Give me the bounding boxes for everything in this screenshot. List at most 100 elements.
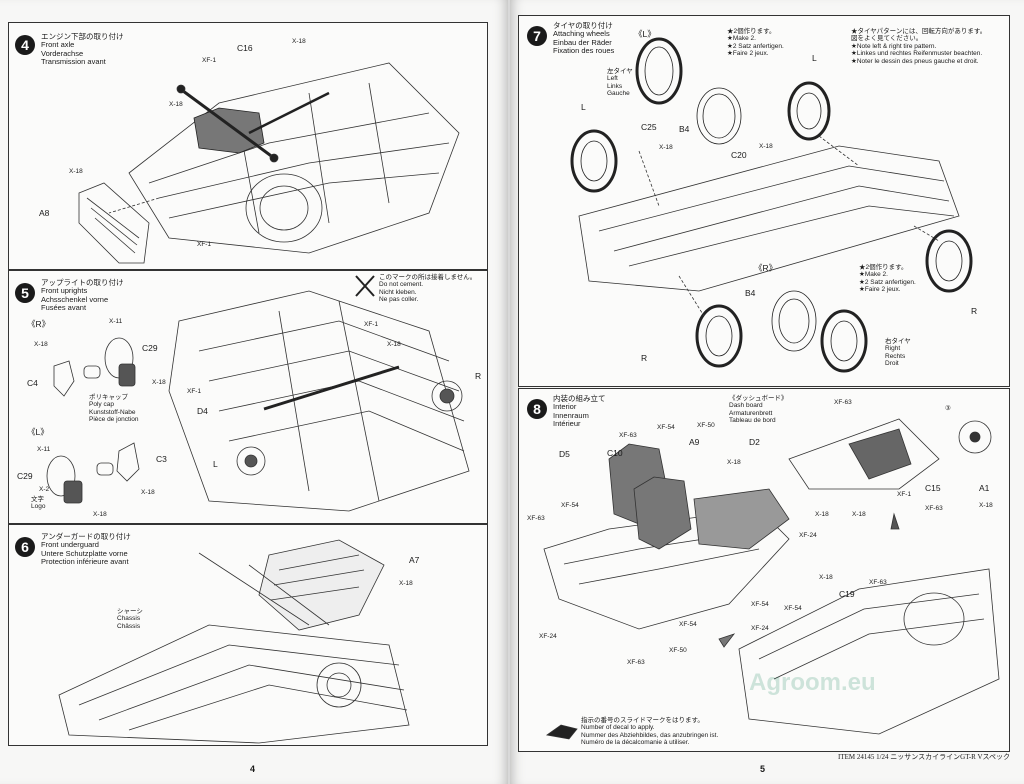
label-x18: X-18 bbox=[759, 143, 773, 150]
title-en: Front axle bbox=[41, 40, 75, 50]
label-c16: C16 bbox=[237, 43, 253, 53]
label-x18: X-18 bbox=[69, 168, 83, 175]
label-xf50: XF-50 bbox=[697, 422, 715, 429]
label-x18: X-18 bbox=[727, 459, 741, 466]
title-de: Innenraum bbox=[553, 410, 589, 420]
watermark: Agroom.eu bbox=[749, 669, 876, 696]
step-7-panel: 7 タイヤの取り付け Attaching wheels Einbau der R… bbox=[518, 15, 1010, 387]
no-cement-icon bbox=[355, 275, 375, 297]
polycap-label: ポリキャップ Poly cap Kunststoff-Nabe Pièce de… bbox=[89, 394, 139, 424]
title-fr: Transmission avant bbox=[41, 57, 106, 67]
no-cement-note: このマークの所は接着しません。 Do not cement. Nicht kle… bbox=[379, 274, 477, 304]
label-x18: X-18 bbox=[34, 341, 48, 348]
label-x2: X-2 bbox=[39, 486, 50, 493]
make-2-note-top: ★2個作ります。 ★Make 2. ★2 Satz anfertigen. ★F… bbox=[727, 28, 784, 58]
title-en: Attaching wheels bbox=[553, 29, 610, 39]
make-2-note-bottom: ★2個作ります。 ★Make 2. ★2 Satz anfertigen. ★F… bbox=[859, 264, 916, 294]
label-d4: D4 bbox=[197, 406, 208, 416]
label-l-quoted: 《L》 bbox=[634, 29, 656, 39]
title-en: Front uprights bbox=[41, 286, 88, 296]
step-title: アンダーガードの取り付け Front underguard Untere Sch… bbox=[41, 532, 131, 567]
label-xf50: XF-50 bbox=[669, 647, 687, 654]
label-xf63: XF-63 bbox=[527, 515, 545, 522]
logo-label: 文字 Logo bbox=[31, 496, 46, 511]
label-r: R bbox=[475, 371, 482, 381]
label-x18: X-18 bbox=[292, 38, 306, 45]
label-c19: C19 bbox=[839, 589, 855, 599]
label-d2: D2 bbox=[749, 437, 760, 447]
label-xf54: XF-54 bbox=[657, 424, 675, 431]
label-x18: X-18 bbox=[141, 489, 155, 496]
label-x18: X-18 bbox=[852, 511, 866, 518]
label-c10: C10 bbox=[607, 448, 623, 458]
title-en: Interior bbox=[553, 402, 577, 412]
label-x18: X-18 bbox=[152, 379, 166, 386]
label-xf54: XF-54 bbox=[561, 502, 579, 509]
label-xf1: XF-1 bbox=[202, 57, 217, 64]
label-x18: X-18 bbox=[815, 511, 829, 518]
label-xf63: XF-63 bbox=[869, 579, 887, 586]
chassis-label: シャーシ Chassis Châssis bbox=[117, 608, 143, 630]
label-l: L bbox=[812, 53, 817, 63]
label-xf1: XF-1 bbox=[197, 241, 212, 248]
decal-note: 指示の番号のスライドマークをはります。 Number of decal to a… bbox=[581, 717, 719, 747]
step-number: 8 bbox=[527, 399, 547, 419]
step-number: 6 bbox=[15, 537, 35, 557]
label-l: L bbox=[581, 102, 586, 112]
item-footer: ITEM 24145 1/24 ニッサンスカイラインGT-R Vスペック bbox=[838, 753, 1011, 761]
right-tire-label: 右タイヤ Right Rechts Droit bbox=[885, 338, 911, 368]
label-xf24: XF-24 bbox=[539, 633, 557, 640]
step-number: 4 bbox=[15, 35, 35, 55]
label-a8: A8 bbox=[39, 208, 50, 218]
label-c15: C15 bbox=[925, 483, 941, 493]
label-a1: A1 bbox=[979, 483, 990, 493]
label-xf24: XF-24 bbox=[751, 625, 769, 632]
label-b4: B4 bbox=[679, 124, 690, 134]
title-de: Achsschenkel vorne bbox=[41, 294, 109, 304]
title-en: Front underguard bbox=[41, 540, 99, 550]
step-5-panel: 5 アップライトの取り付け Front uprights Achsschenke… bbox=[8, 270, 488, 524]
step-title: 内装の組み立て Interior Innenraum Intérieur bbox=[553, 394, 606, 429]
label-xf1: XF-1 bbox=[897, 491, 912, 498]
label-xf24: XF-24 bbox=[799, 532, 817, 539]
left-page: 4 エンジン下部の取り付け Front axle Vorderachse Tra… bbox=[0, 0, 508, 784]
step-number: 5 bbox=[15, 283, 35, 303]
step-title: エンジン下部の取り付け Front axle Vorderachse Trans… bbox=[41, 32, 124, 67]
left-tire-label: 左タイヤ Left Links Gauche bbox=[607, 68, 633, 98]
step-4-panel: 4 エンジン下部の取り付け Front axle Vorderachse Tra… bbox=[8, 22, 488, 270]
label-c3: C3 bbox=[156, 454, 167, 464]
title-de: Vorderachse bbox=[41, 48, 84, 58]
title-de: Untere Schutzplatte vorne bbox=[41, 548, 128, 558]
title-fr: Fixation des roues bbox=[553, 46, 615, 56]
interior-diagram bbox=[543, 418, 1000, 740]
label-l: 《L》 bbox=[27, 427, 49, 437]
dashboard-title: 《ダッシュボード》 Dash board Armaturenbrett Tabl… bbox=[729, 395, 788, 425]
label-xf63: XF-63 bbox=[627, 659, 645, 666]
label-l: L bbox=[213, 459, 218, 469]
label-xf63: XF-63 bbox=[925, 505, 943, 512]
title-fr: Fusées avant bbox=[41, 303, 87, 313]
title-ja: アンダーガードの取り付け bbox=[41, 532, 131, 541]
title-de: Einbau der Räder bbox=[553, 37, 612, 47]
label-r: R bbox=[641, 353, 648, 363]
step-title: アップライトの取り付け Front uprights Achsschenkel … bbox=[41, 278, 124, 313]
label-x18: X-18 bbox=[169, 101, 183, 108]
label-r: R bbox=[971, 306, 978, 316]
label-xf1: XF-1 bbox=[364, 321, 379, 328]
label-xf1: XF-1 bbox=[187, 388, 202, 395]
right-page: 7 タイヤの取り付け Attaching wheels Einbau der R… bbox=[510, 0, 1024, 784]
label-x18: X-18 bbox=[819, 574, 833, 581]
tire-pattern-note: ★タイヤパターンには、回転方向があります。 図をよく見てください。 ★Note … bbox=[851, 28, 987, 65]
label-xf63: XF-63 bbox=[834, 399, 852, 406]
title-ja: 内装の組み立て bbox=[553, 394, 606, 403]
label-r-quoted: 《R》 bbox=[754, 263, 778, 273]
label-d5: D5 bbox=[559, 449, 570, 459]
title-ja: アップライトの取り付け bbox=[41, 278, 124, 287]
title-ja: エンジン下部の取り付け bbox=[41, 32, 124, 41]
step-8-panel: 8 内装の組み立て Interior Innenraum Intérieur 《… bbox=[518, 388, 1010, 752]
label-a9: A9 bbox=[689, 437, 700, 447]
label-r: 《R》 bbox=[27, 319, 51, 329]
title-fr: Intérieur bbox=[553, 419, 581, 429]
title-ja: タイヤの取り付け bbox=[553, 21, 613, 30]
front-uprights-diagram bbox=[46, 275, 470, 512]
